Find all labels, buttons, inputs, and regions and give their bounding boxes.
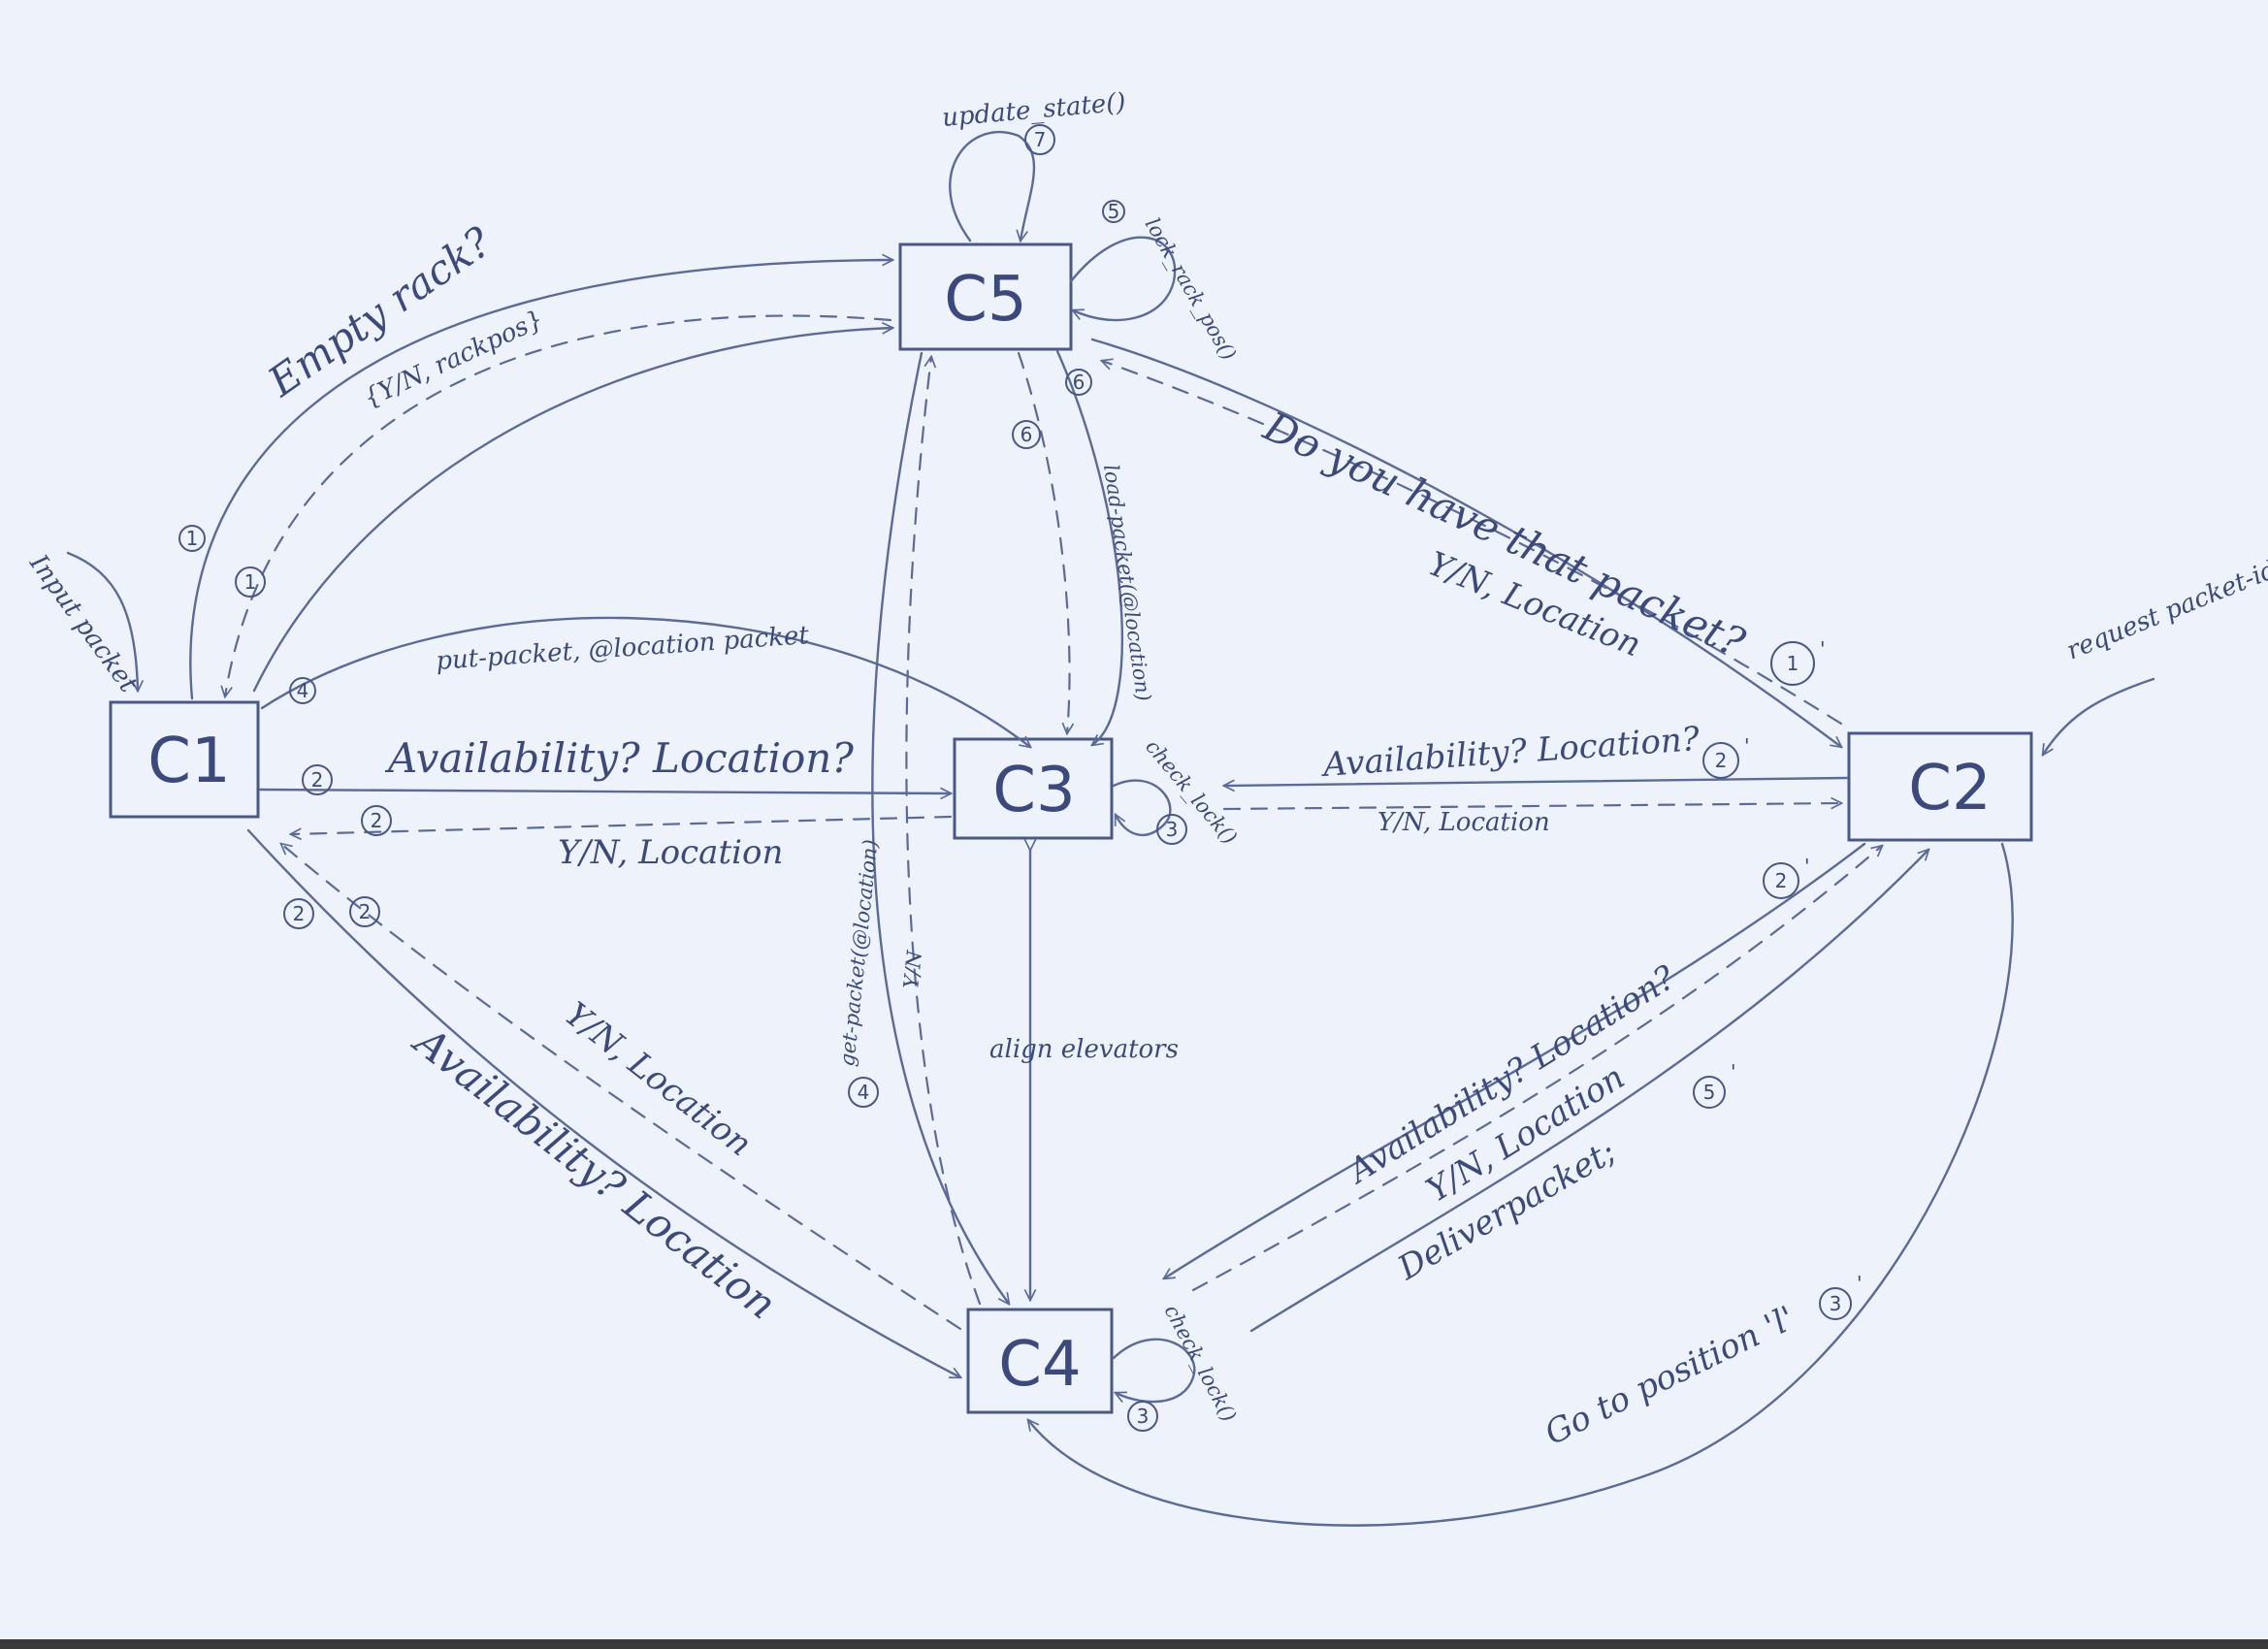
edge-c2-c4-go-to-position [1028,842,2014,1527]
node-c5: C5 [898,242,1073,351]
step-2p2-num: 2 [1775,869,1788,892]
edge-c1-c3-put-packet [260,616,1030,747]
scan-edge [0,1639,2268,1649]
step-3-prime: 3' [1819,1272,1863,1320]
label-availability-c1-c3: Availability? Location? [384,734,854,782]
step-6a-num: 6 [1073,371,1085,394]
edge-c5-c4-get-packet [871,351,1009,1304]
step-1p-prime: ' [1820,637,1826,661]
step-5: 5 [1102,200,1125,223]
step-2d: 2 [349,896,380,927]
step-5-prime: 5' [1693,1060,1736,1109]
node-c3: C3 [953,737,1114,840]
step-2p-prime: ' [1744,734,1750,758]
node-c3-label: C3 [992,755,1075,826]
edge-c4-c2-deliver [1249,850,1928,1333]
step-2c: 2 [283,898,314,929]
label-yn-location-c3-c2: Y/N, Location [1377,808,1550,837]
step-6a: 6 [1065,369,1092,396]
node-c1-label: C1 [147,726,230,797]
step-6b: 6 [1012,420,1041,449]
step-5p-num: 5 [1703,1081,1716,1104]
label-align-elevators: align elevators [989,1035,1179,1064]
edge-c1-c5-step4 [252,328,892,693]
step-2a-num: 2 [311,768,324,792]
step-5p-prime: ' [1731,1060,1736,1083]
edge-c4-c2-yn [1191,846,1882,1292]
label-yn-c4-c5: Y/N [899,949,926,989]
node-c2: C2 [1847,731,2033,842]
step-3b: 3 [1127,1401,1158,1432]
edge-c3-c2-yn [1222,803,1841,811]
edge-c5-c1-yn-rackpos [225,314,892,696]
edge-c1-c5-empty-rack [189,260,892,700]
step-5-num: 5 [1108,200,1120,223]
step-2a: 2 [302,764,333,795]
step-2b-num: 2 [371,809,383,832]
node-c4: C4 [966,1308,1114,1414]
step-1a-num: 1 [186,527,199,550]
edge-c2-c4-availability [1164,842,1866,1278]
step-2p-num: 2 [1715,749,1728,772]
step-3p-num: 3 [1830,1292,1842,1315]
step-3a: 3 [1156,814,1187,845]
step-2p2-prime: ' [1804,855,1810,878]
step-2-prime-a: 2' [1702,734,1750,779]
edge-c5-c2-do-you-have [1090,338,1841,747]
edge-input-packet [66,551,138,691]
step-4b: 4 [848,1077,879,1108]
node-c4-label: C4 [998,1329,1081,1401]
step-2c-num: 2 [293,902,306,925]
step-3b-num: 3 [1137,1405,1150,1428]
edge-c3-self-check-lock [1112,779,1172,836]
edge-c5-c3-load-packet [1055,349,1123,745]
edge-c1-c4-availability [246,828,960,1379]
edge-c2-c3-availability [1224,776,1849,786]
step-4a: 4 [289,677,316,704]
step-6b-num: 6 [1021,423,1033,446]
step-2d-num: 2 [359,900,372,923]
node-c2-label: C2 [1908,753,1991,824]
step-4b-num: 4 [858,1081,870,1104]
edge-c5-c3-dashed [1017,351,1070,733]
step-circles: 1 1 4 2 2 2 2 7 5 6 6 3 4 3 1' 2' 2' 5' … [178,124,1863,1432]
edge-c5-self-lock [1069,236,1177,322]
edge-request-packet [2043,677,2155,755]
step-1b: 1 [235,566,266,598]
edge-c3-c1-yn [291,815,953,834]
step-2b: 2 [361,805,392,836]
label-yn-location-c3-c1: Y/N, Location [558,833,783,872]
step-1a: 1 [178,525,206,552]
edge-c4-c5-yn [905,357,982,1306]
edge-c5-self-update-state [949,130,1036,241]
step-7-num: 7 [1034,128,1047,151]
node-c5-label: C5 [944,264,1026,336]
edge-c4-c1-yn [281,844,962,1331]
edge-c2-c5-yn [1102,361,1843,726]
step-2-prime-b: 2' [1763,855,1810,899]
step-1b-num: 1 [244,570,257,594]
node-c1: C1 [109,700,260,819]
step-1p-num: 1 [1787,652,1799,675]
step-3p-prime: ' [1857,1272,1863,1295]
step-1-prime: 1' [1770,637,1826,686]
step-4a-num: 4 [297,679,309,702]
edge-c1-c3-availability [258,790,951,793]
step-7: 7 [1024,124,1055,155]
step-3a-num: 3 [1166,818,1179,841]
